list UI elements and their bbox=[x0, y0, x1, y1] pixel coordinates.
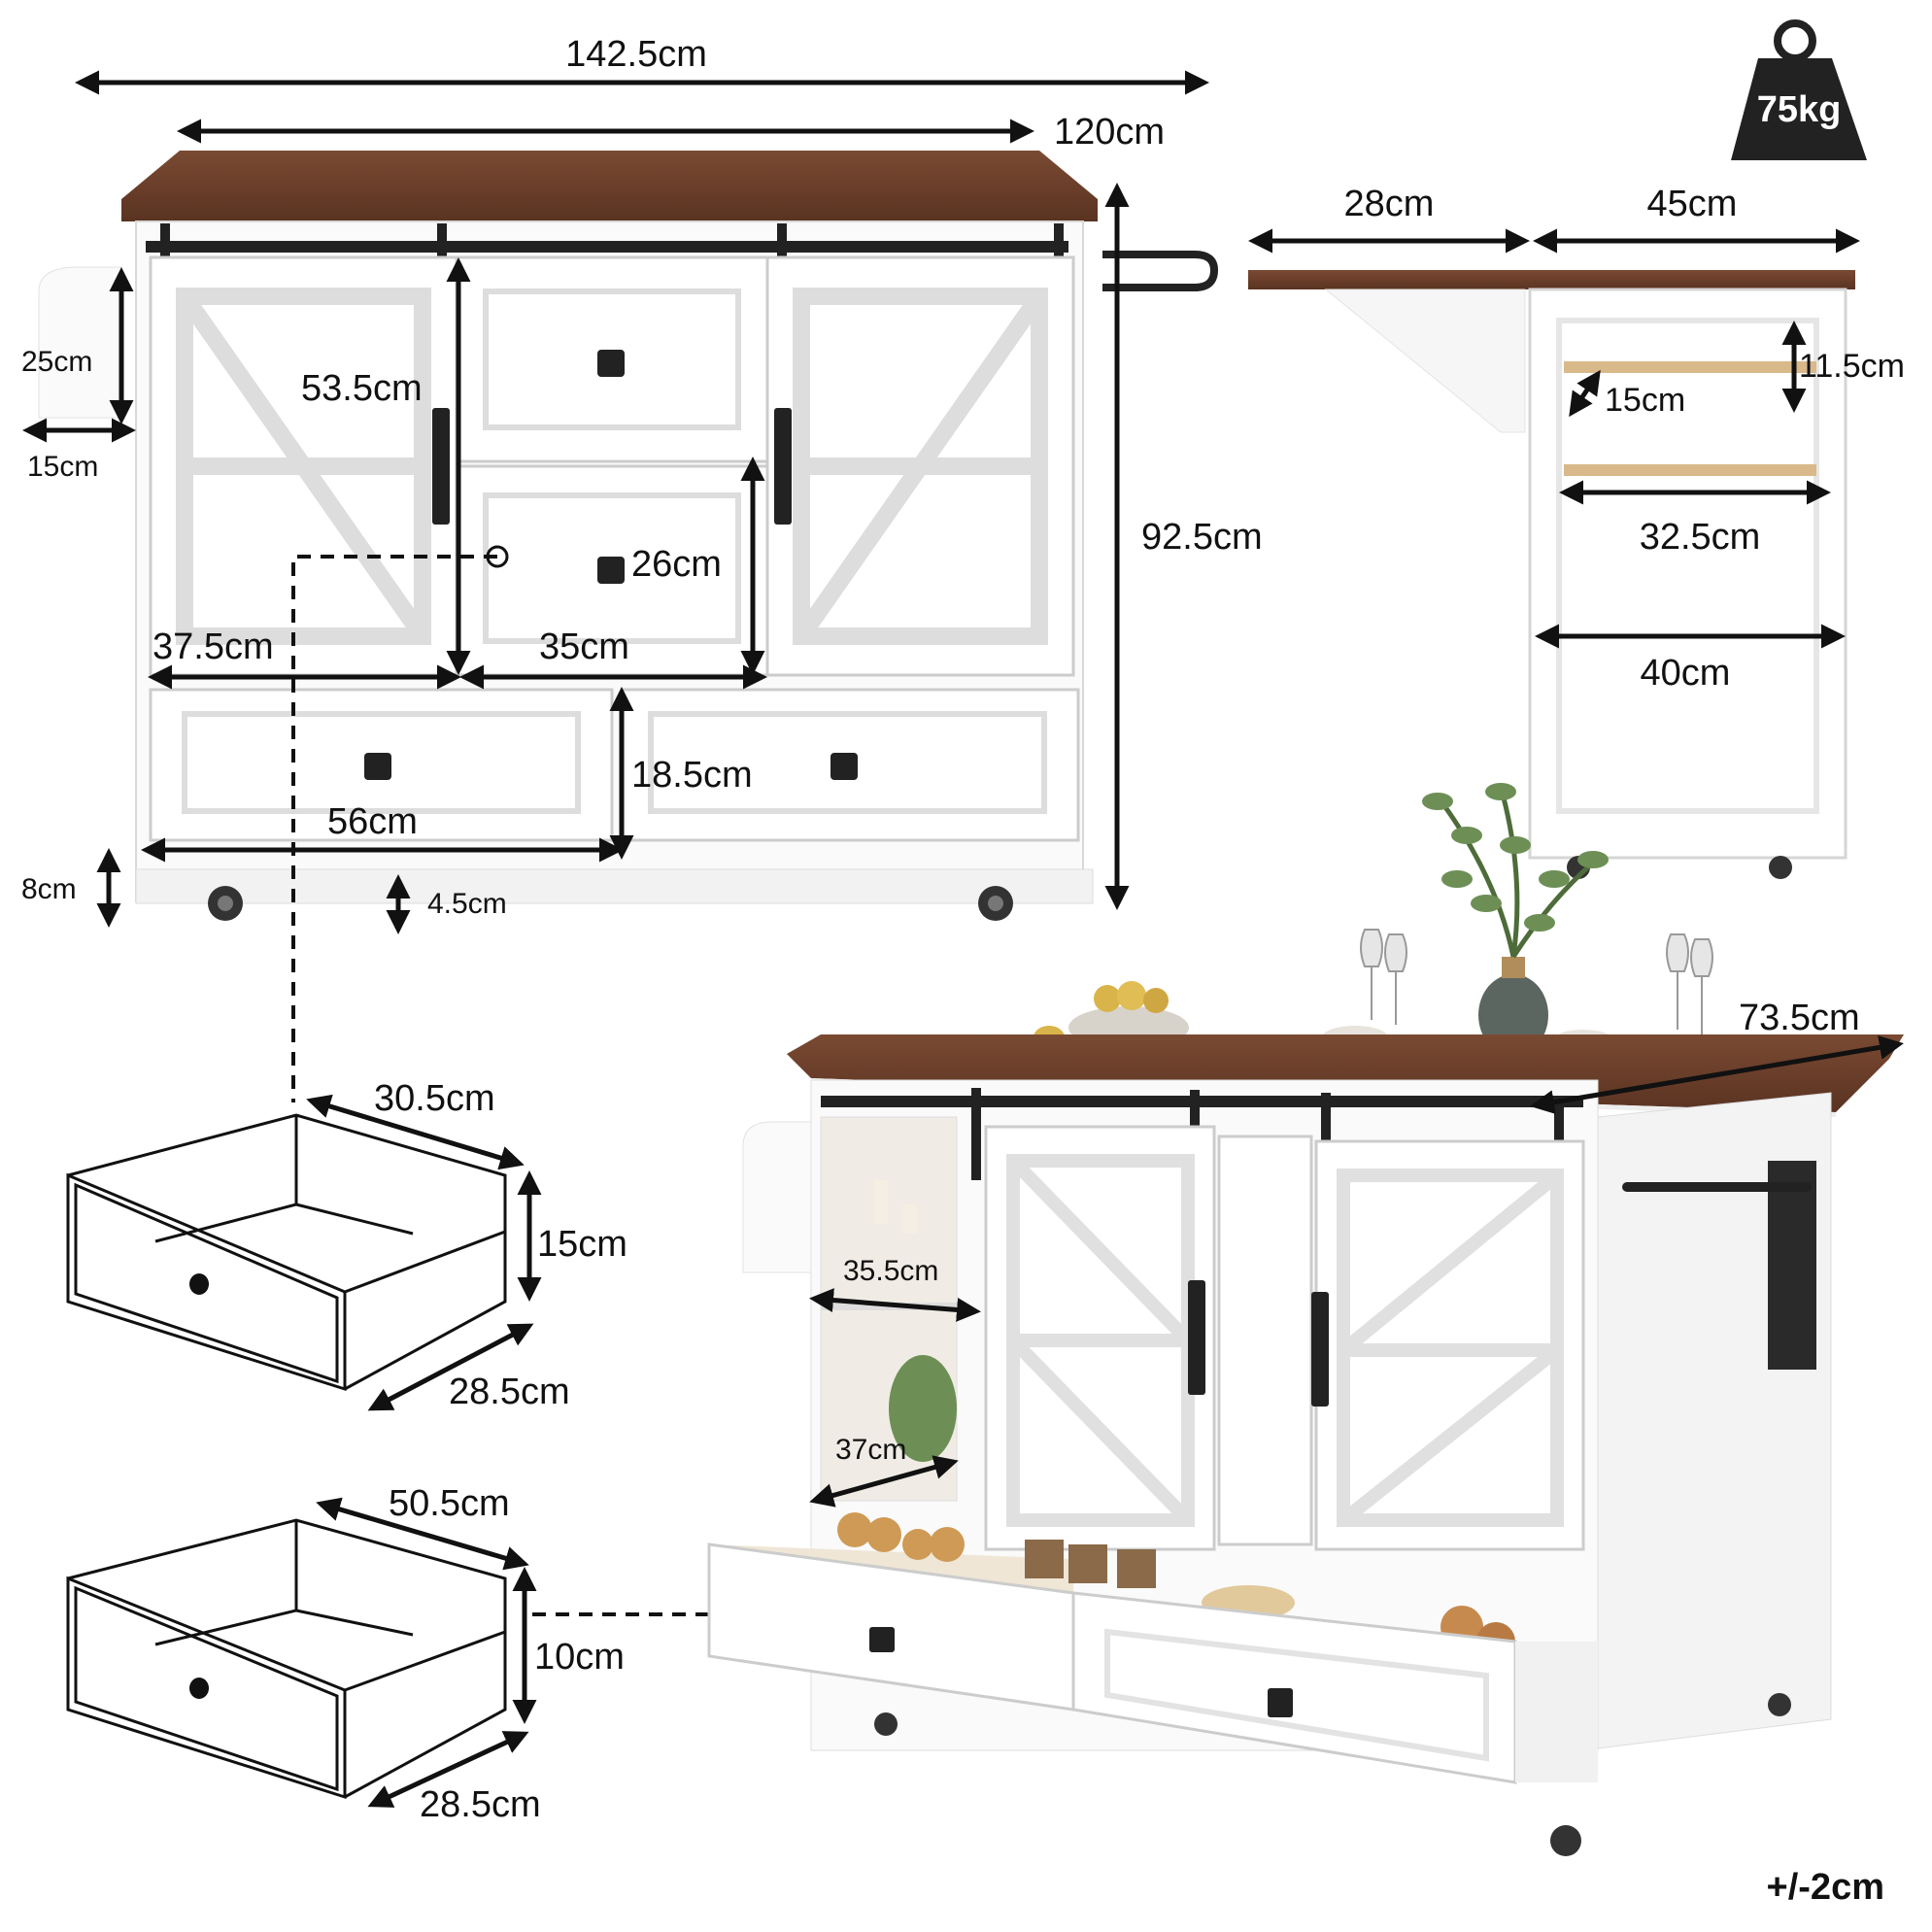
drawer-knob bbox=[597, 557, 625, 584]
body-depth-label: 45cm bbox=[1647, 184, 1738, 224]
caster-clearance-label: 4.5cm bbox=[427, 888, 507, 920]
tolerance-label: +/-2cm bbox=[1767, 1867, 1884, 1908]
side-dimension-labels: 28cm 45cm 11.5cm 15cm 32.5cm 40cm bbox=[1344, 184, 1905, 694]
lower-shelf-depth-label: 37cm bbox=[835, 1434, 906, 1466]
small-drawer-height-label: 15cm bbox=[537, 1224, 627, 1265]
right-barn-door bbox=[765, 255, 1075, 677]
body-width-label: 120cm bbox=[1054, 112, 1165, 153]
product-dimension-labels: 73.5cm 35.5cm 37cm bbox=[835, 998, 1860, 1466]
side-view-cabinet bbox=[1248, 270, 1855, 879]
middle-height-label: 53.5cm bbox=[301, 368, 423, 409]
towel-bar bbox=[1102, 251, 1219, 291]
top-depth-label: 73.5cm bbox=[1739, 998, 1860, 1038]
large-drawer-labels: 50.5cm 10cm 28.5cm bbox=[389, 1483, 625, 1825]
large-drawer-height-label: 10cm bbox=[534, 1637, 625, 1678]
side-panel-depth-label: 15cm bbox=[27, 451, 98, 483]
spice-rack-rail bbox=[1564, 361, 1816, 373]
large-drawer-diagram bbox=[66, 1518, 507, 1800]
left-width-label: 37.5cm bbox=[153, 627, 274, 667]
bottom-drawer-width-label: 56cm bbox=[327, 801, 418, 842]
side-panel-height-label: 25cm bbox=[21, 346, 92, 378]
left-barn-door bbox=[149, 255, 458, 677]
small-drawer-diagram bbox=[66, 1113, 507, 1392]
large-drawer-width-label: 50.5cm bbox=[389, 1483, 510, 1524]
rack-width-label: 32.5cm bbox=[1640, 517, 1761, 558]
total-height-label: 92.5cm bbox=[1141, 517, 1263, 558]
countertop bbox=[121, 151, 1098, 221]
weight-label: 75kg bbox=[1757, 89, 1842, 130]
cabinet-base bbox=[135, 868, 1094, 904]
drawer-height-label: 26cm bbox=[631, 544, 722, 585]
front-view-cabinet bbox=[38, 151, 1219, 921]
small-drawer-labels: 30.5cm 15cm 28.5cm bbox=[374, 1078, 627, 1412]
leaf-depth-label: 28cm bbox=[1344, 184, 1435, 224]
casters bbox=[208, 886, 1013, 921]
front-dimension-labels: 142.5cm 120cm 92.5cm 25cm 15cm 53.5cm 26… bbox=[21, 34, 1263, 920]
total-width-label: 142.5cm bbox=[565, 34, 707, 75]
drawer-knob bbox=[597, 350, 625, 377]
side-dimension-lines bbox=[1248, 228, 1860, 649]
side-panel bbox=[38, 266, 122, 419]
large-drawer-depth-label: 28.5cm bbox=[420, 1784, 541, 1825]
base-height-label: 8cm bbox=[21, 873, 77, 905]
rack-depth-label: 15cm bbox=[1605, 382, 1685, 419]
product-dimension-lines bbox=[809, 1034, 1904, 1508]
towel bbox=[1768, 1161, 1816, 1370]
bottom-drawer-height-label: 18.5cm bbox=[631, 755, 753, 796]
front-dimension-lines bbox=[22, 70, 1209, 934]
side-countertop bbox=[1248, 270, 1855, 289]
product-view-cabinet bbox=[707, 783, 1904, 1856]
interior-width-label: 40cm bbox=[1641, 653, 1731, 694]
small-drawer-depth-label: 28.5cm bbox=[449, 1372, 570, 1412]
dashed-connector bbox=[291, 555, 497, 1102]
door-handle-left bbox=[432, 408, 450, 525]
small-drawer-width-label: 30.5cm bbox=[374, 1078, 495, 1119]
bottom-drawers bbox=[149, 688, 1080, 842]
large-drawer-knob-hole bbox=[189, 1678, 209, 1699]
middle-drawers bbox=[455, 255, 769, 677]
shelf-gap-label: 11.5cm bbox=[1799, 348, 1905, 385]
open-drawer bbox=[707, 1512, 1598, 1784]
door-handle-right bbox=[774, 408, 792, 525]
middle-width-label: 35cm bbox=[539, 627, 629, 667]
small-drawer-dimension-lines bbox=[306, 1094, 542, 1411]
weight-icon: 75kg bbox=[1731, 19, 1867, 160]
large-drawer-dimension-lines bbox=[316, 1497, 537, 1808]
spice-rack-rail bbox=[1564, 464, 1816, 476]
barn-door-rail bbox=[146, 241, 1068, 253]
product-doors bbox=[984, 1125, 1585, 1551]
small-drawer-knob-hole bbox=[189, 1273, 209, 1295]
drop-leaf-bracket bbox=[1324, 288, 1526, 433]
shelf-depth-label: 35.5cm bbox=[843, 1255, 938, 1287]
